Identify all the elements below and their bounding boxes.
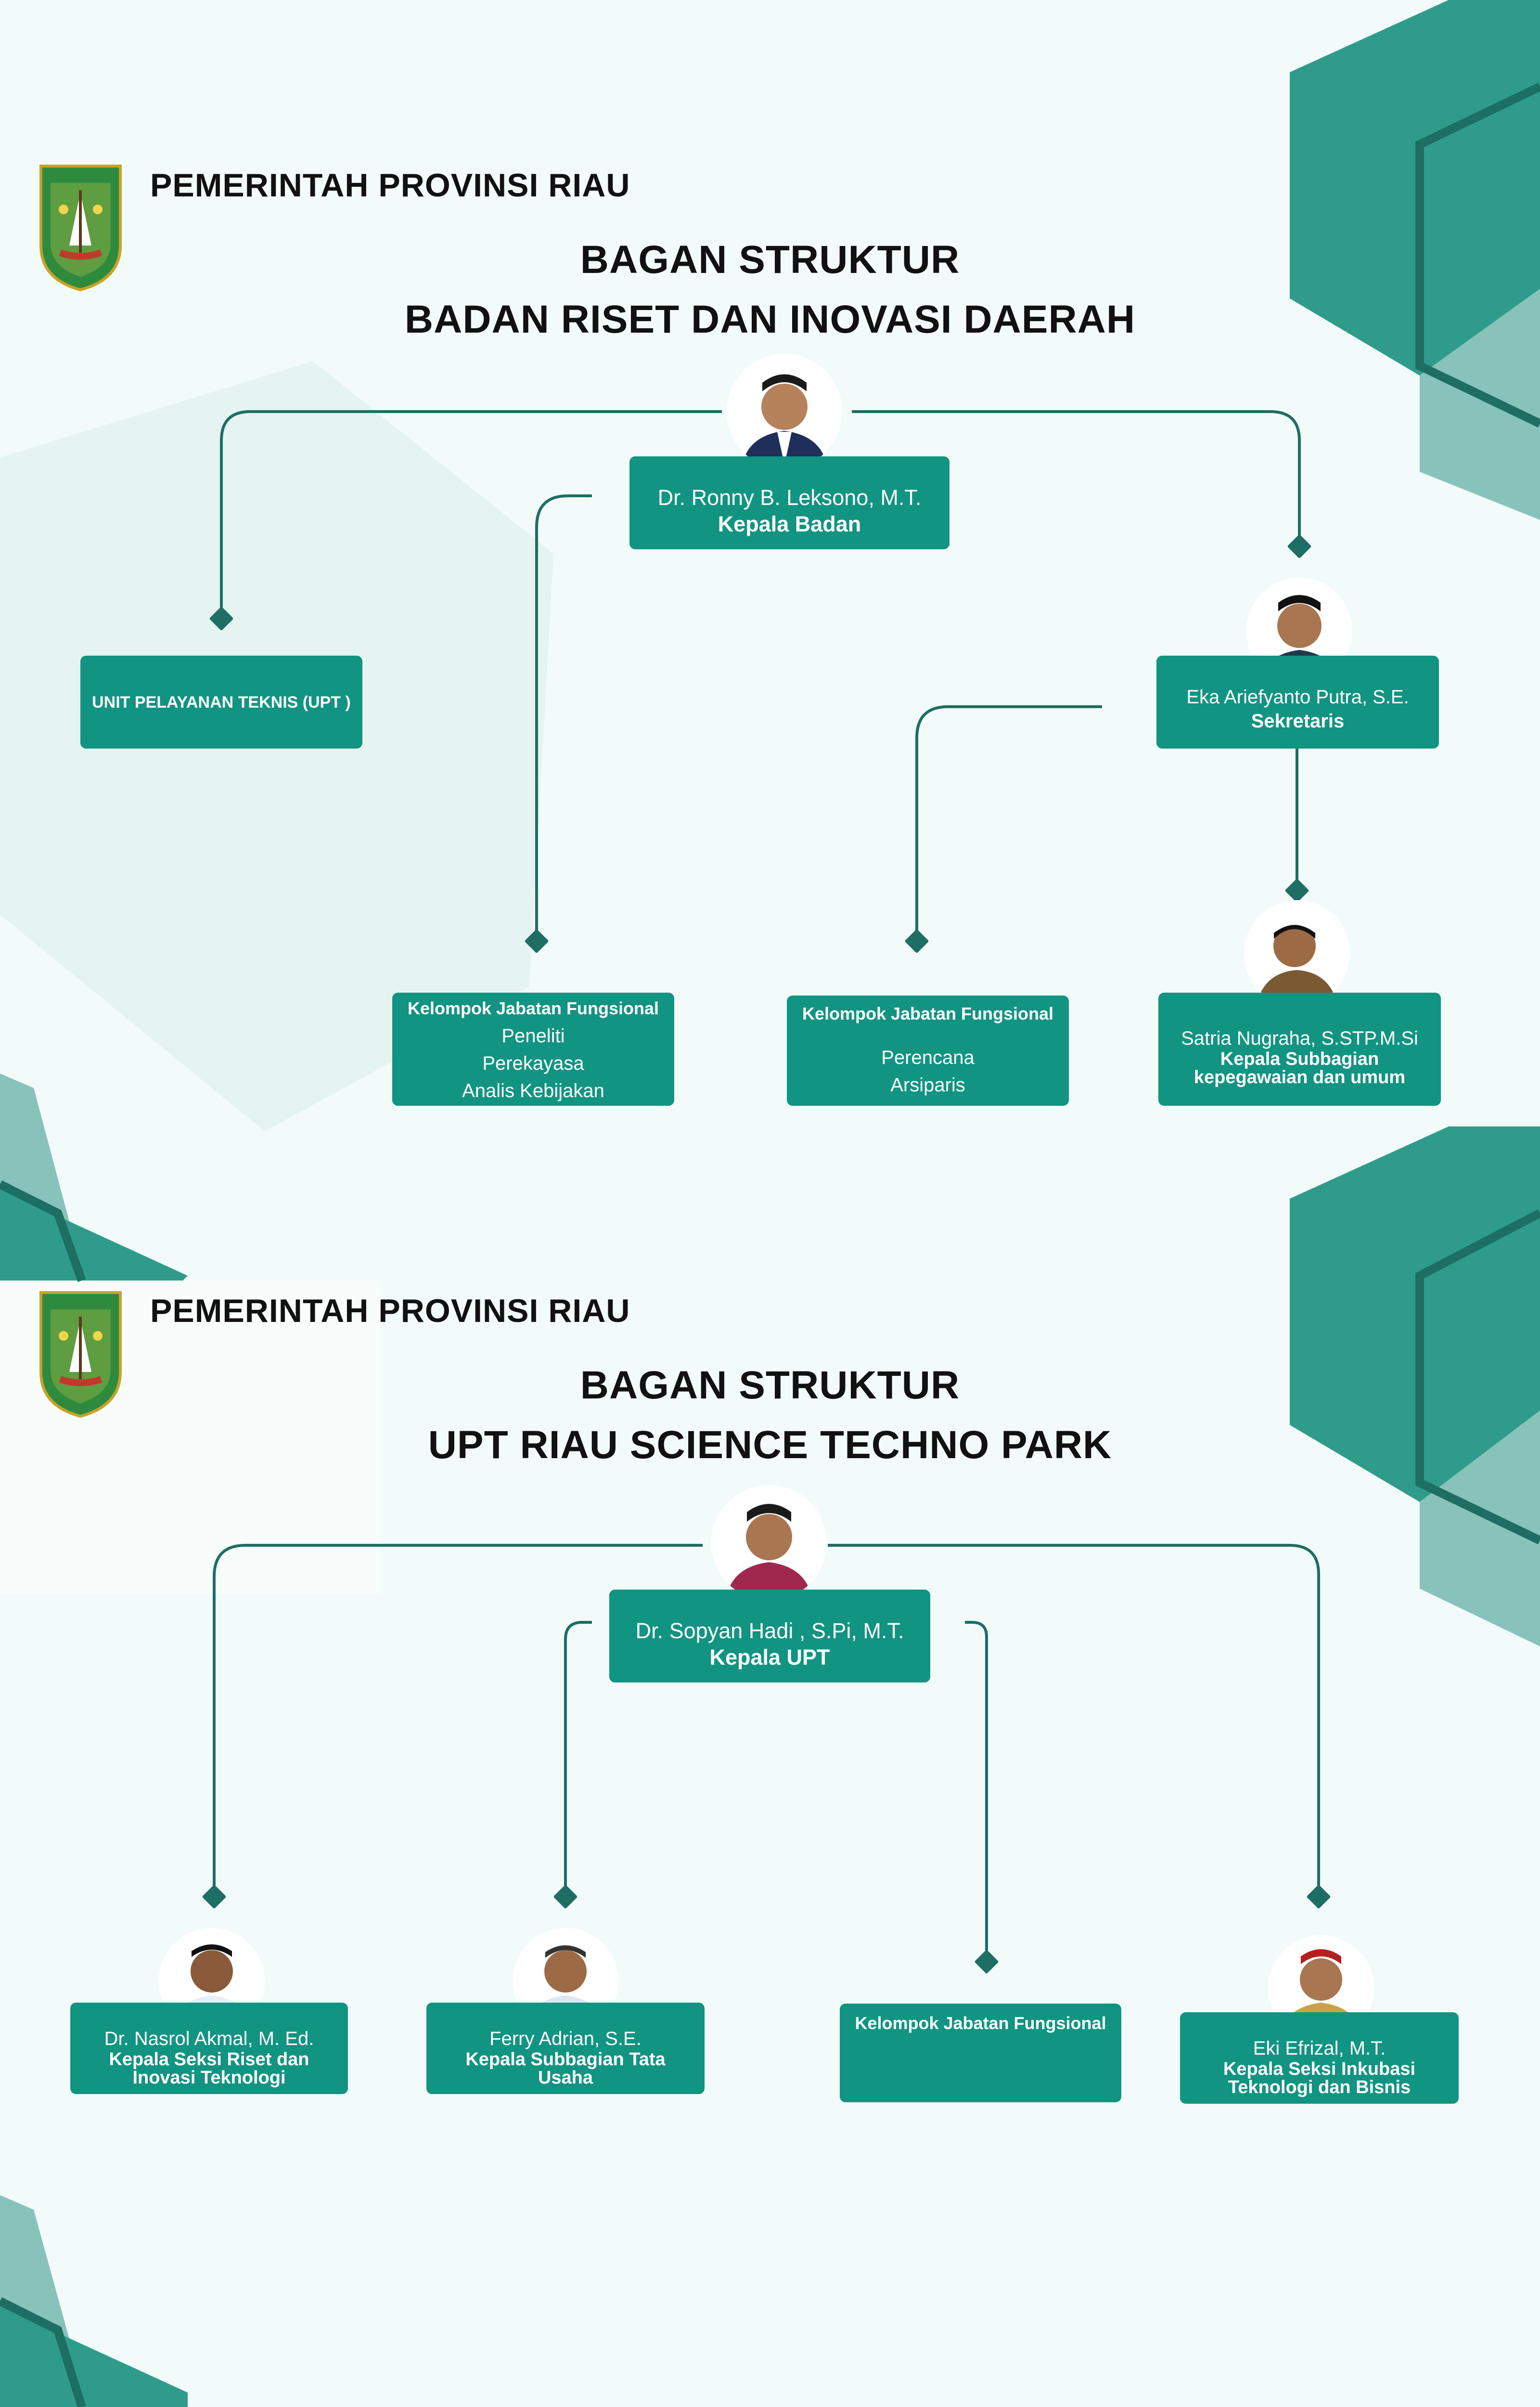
upt-label: UNIT PELAYANAN TEKNIS (UPT ) xyxy=(92,693,351,712)
avatar-kepala-upt xyxy=(711,1485,827,1601)
fungsional-b-heading: Kelompok Jabatan Fungsional xyxy=(802,1004,1054,1023)
riau-coat-of-arms-logo xyxy=(38,164,123,292)
fungsional-b-item: Arsiparis xyxy=(890,1074,965,1096)
box-fungsional-upt: Kelompok Jabatan Fungsional xyxy=(840,2004,1121,2102)
box-fungsional-b: Kelompok Jabatan Fungsional Perencana Ar… xyxy=(787,996,1069,1106)
box-sekretaris: Eka Ariefyanto Putra, S.E. Sekretaris xyxy=(1156,656,1439,749)
person-photo-icon xyxy=(711,1485,827,1601)
chart2-title: BAGAN STRUKTUR UPT RIAU SCIENCE TECHNO P… xyxy=(289,1356,1251,1475)
kasi-inkubasi-name: Eki Efrizal, M.T. xyxy=(1253,2037,1386,2059)
person-photo-icon xyxy=(727,354,842,469)
avatar-kasubbag-kepegawaian xyxy=(1244,900,1350,1006)
fungsional-a-item: Analis Kebijakan xyxy=(462,1080,604,1101)
chart2-title-line2: UPT RIAU SCIENCE TECHNO PARK xyxy=(428,1423,1112,1467)
kepala-upt-name: Dr. Sopyan Hadi , S.Pi, M.T. xyxy=(635,1618,904,1643)
kasi-riset-role: Kepala Seksi Riset dan Inovasi Teknologi xyxy=(109,2049,309,2088)
box-upt: UNIT PELAYANAN TEKNIS (UPT ) xyxy=(80,656,362,749)
org-header: PEMERINTAH PROVINSI RIAU xyxy=(150,167,630,204)
kepala-upt-role: Kepala UPT xyxy=(709,1644,830,1669)
avatar-kepala-badan xyxy=(727,354,842,469)
box-kasi-inkubasi: Eki Efrizal, M.T. Kepala Seksi Inkubasi … xyxy=(1180,2012,1459,2104)
riau-coat-of-arms-logo xyxy=(38,1290,123,1418)
box-kepala-badan: Dr. Ronny B. Leksono, M.T. Kepala Badan xyxy=(629,456,950,549)
kepala-badan-name: Dr. Ronny B. Leksono, M.T. xyxy=(657,485,922,510)
fungsional-b-item: Perencana xyxy=(881,1047,975,1068)
org-header: PEMERINTAH PROVINSI RIAU xyxy=(150,1293,630,1329)
kasi-inkubasi-role: Kepala Seksi Inkubasi Teknologi dan Bisn… xyxy=(1223,2058,1416,2097)
chart2-title-line1: BAGAN STRUKTUR xyxy=(580,1363,960,1407)
chart1-title: BAGAN STRUKTUR BADAN RISET DAN INOVASI D… xyxy=(289,230,1251,349)
fungsional-a-heading: Kelompok Jabatan Fungsional xyxy=(407,998,659,1018)
box-kasubbag-tu: Ferry Adrian, S.E. Kepala Subbagian Tata… xyxy=(426,2003,705,2094)
box-kasubbag-kepegawaian: Satria Nugraha, S.STP.M.Si Kepala Subbag… xyxy=(1158,993,1441,1106)
kasubbag-tu-name: Ferry Adrian, S.E. xyxy=(489,2028,642,2049)
kasubbag-tu-role: Kepala Subbagian Tata Usaha xyxy=(465,2049,666,2088)
fungsional-a-item: Perekayasa xyxy=(482,1053,584,1074)
kasubbag-kepegawaian-role: Kepala Subbagian kepegawaian dan umum xyxy=(1194,1048,1406,1087)
box-fungsional-a: Kelompok Jabatan Fungsional Peneliti Per… xyxy=(392,993,674,1106)
box-kasi-riset: Dr. Nasrol Akmal, M. Ed. Kepala Seksi Ri… xyxy=(70,2003,348,2094)
kepala-badan-role: Kepala Badan xyxy=(718,511,861,536)
person-photo-icon xyxy=(1244,900,1350,1006)
sekretaris-role: Sekretaris xyxy=(1251,710,1345,732)
fungsional-a-item: Peneliti xyxy=(501,1025,565,1047)
chart1-title-line1: BAGAN STRUKTUR xyxy=(580,238,960,282)
kasi-riset-name: Dr. Nasrol Akmal, M. Ed. xyxy=(104,2028,314,2049)
fungsional-upt-heading: Kelompok Jabatan Fungsional xyxy=(855,2013,1106,2033)
box-kepala-upt: Dr. Sopyan Hadi , S.Pi, M.T. Kepala UPT xyxy=(609,1590,930,1682)
chart1-title-line2: BADAN RISET DAN INOVASI DAERAH xyxy=(404,298,1136,341)
sekretaris-name: Eka Ariefyanto Putra, S.E. xyxy=(1186,686,1409,708)
kasubbag-kepegawaian-name: Satria Nugraha, S.STP.M.Si xyxy=(1181,1027,1418,1049)
